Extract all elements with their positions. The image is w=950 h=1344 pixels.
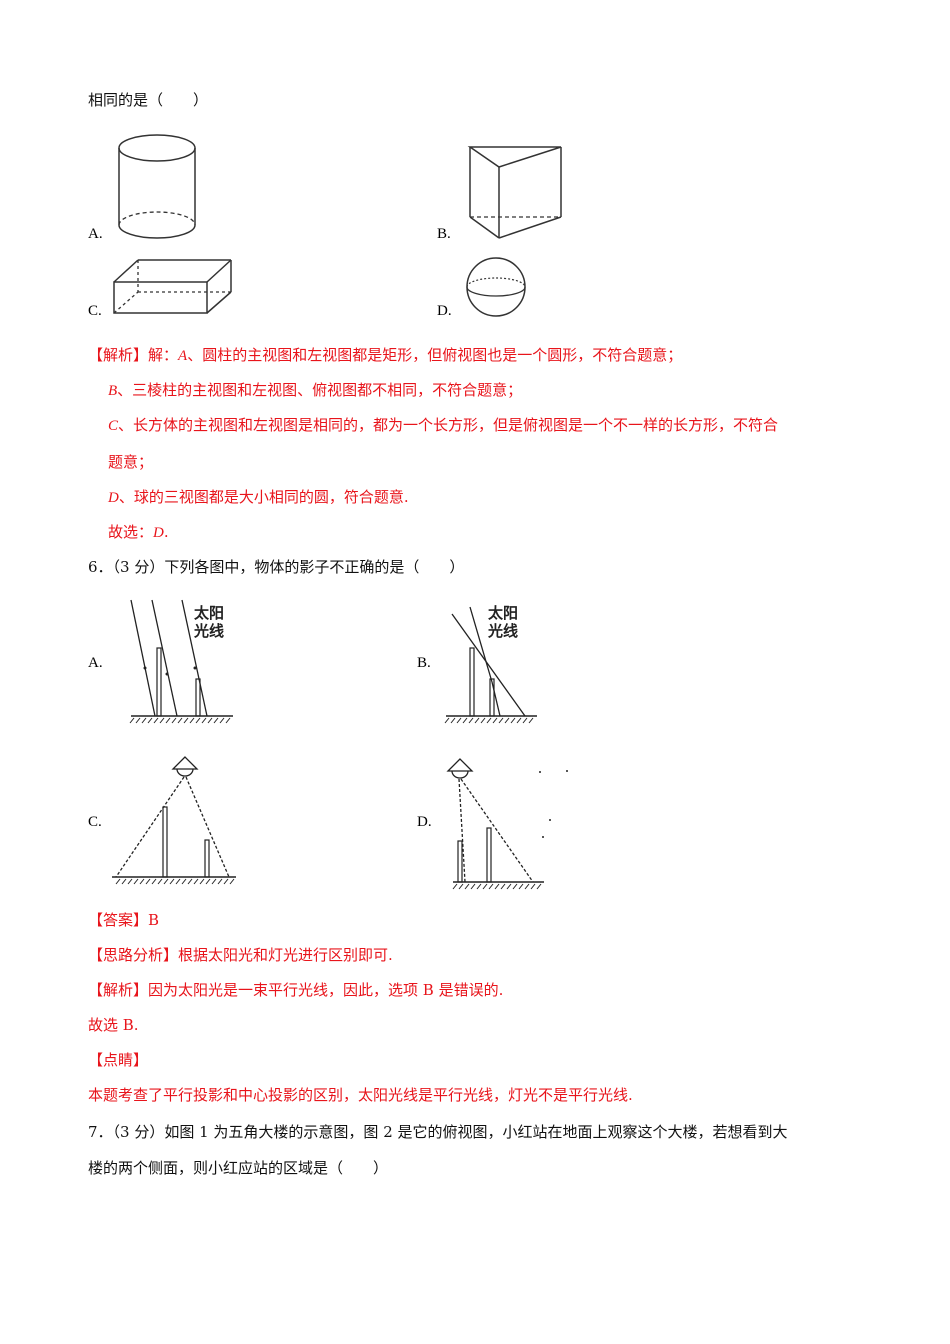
q6-option-b-label: B. <box>417 655 431 671</box>
cuboid-figure <box>113 259 232 314</box>
q7-stem-line2: 楼的两个侧面，则小红应站的区域是（ ） <box>88 1159 389 1177</box>
q5-option-d-label: D. <box>437 303 452 319</box>
q5-analysis-line3: C、长方体的主视图和左视图是相同的，都为一个长方形，但是俯视图是一个不一样的长方… <box>108 416 779 434</box>
analysis-tag: 【解析】 <box>88 981 149 999</box>
q5-option-b-label: B. <box>437 226 451 242</box>
q5-analysis-line2: B、三棱柱的主视图和左视图、俯视图都不相同，不符合题意； <box>108 381 523 399</box>
answer-tag: 【答案】 <box>88 911 149 929</box>
cylinder-figure <box>118 134 196 239</box>
triangular-prism-figure <box>467 146 562 239</box>
analysis-tag: 【解析】 <box>88 346 149 364</box>
q7-stem-line1: 7．（3 分）如图 1 为五角大楼的示意图，图 2 是它的俯视图，小红站在地面上… <box>88 1123 788 1141</box>
q6-option-c-label: C. <box>88 814 102 830</box>
sunlight-shadow-figure-b: 太阳 光线 <box>444 604 537 724</box>
q6-thinking: 【思路分析】根据太阳光和灯光进行区别即可. <box>88 946 393 964</box>
q6-answer: 【答案】B <box>88 910 159 930</box>
caption-sun: 太阳 <box>194 604 224 622</box>
lamplight-shadow-figure-d <box>446 758 568 890</box>
q6-comment-text: 本题考查了平行投影和中心投影的区别，太阳光线是平行光线，灯光不是平行光线. <box>88 1086 633 1104</box>
sunlight-shadow-figure-a: 太阳 光线 <box>129 599 233 724</box>
thinking-tag: 【思路分析】 <box>88 946 179 964</box>
q5-analysis-line1: 【解析】解：A、圆柱的主视图和左视图都是矩形，但俯视图也是一个圆形，不符合题意； <box>88 346 683 364</box>
q6-option-d-label: D. <box>417 814 432 830</box>
q5-stem-tail: 相同的是（ ） <box>88 91 209 109</box>
q6-comment-tag: 【点睛】 <box>88 1051 149 1069</box>
q6-stem: 6．（3 分）下列各图中，物体的影子不正确的是（ ） <box>88 558 465 576</box>
q6-analysis: 【解析】因为太阳光是一束平行光线，因此，选项 B 是错误的. <box>88 981 504 999</box>
q6-option-a-label: A. <box>88 655 103 671</box>
caption-sun: 太阳 <box>488 604 518 622</box>
q5-option-c-label: C. <box>88 303 102 319</box>
q5-conclusion: 故选：D. <box>108 523 169 541</box>
caption-rays: 光线 <box>487 622 518 640</box>
q5-analysis-line3-cont: 题意； <box>108 453 154 471</box>
q5-option-a-label: A. <box>88 226 103 242</box>
q6-conclusion: 故选 B. <box>88 1016 139 1034</box>
q5-analysis-line4: D、球的三视图都是大小相同的圆，符合题意. <box>108 488 409 506</box>
sphere-figure <box>466 257 526 317</box>
lamplight-shadow-figure-c <box>112 756 236 885</box>
caption-rays: 光线 <box>193 622 224 640</box>
answer-value: B <box>148 911 160 929</box>
